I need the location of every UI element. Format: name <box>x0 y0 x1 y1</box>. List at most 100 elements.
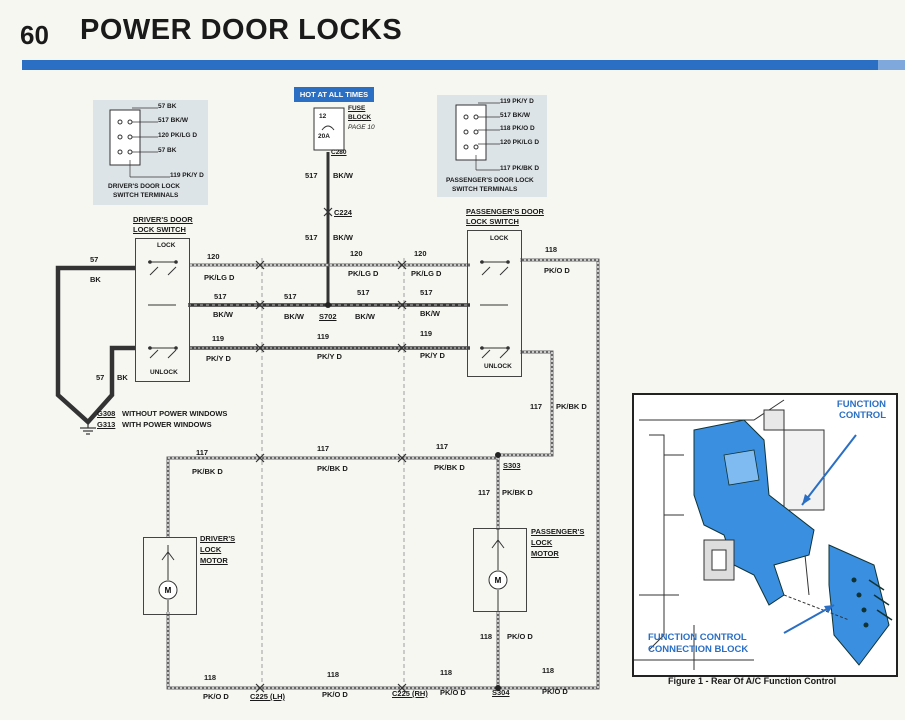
wire-119-color-c: PK/Y D <box>420 351 445 360</box>
ground-g308: G308 <box>97 409 116 418</box>
passenger-motor-label-2: LOCK <box>531 538 553 547</box>
wire-57-top-number: 57 <box>90 255 99 264</box>
wire-57-top-color: BK <box>90 275 101 284</box>
wire-119-color-a: PK/Y D <box>206 354 231 363</box>
wire-119-color-b: PK/Y D <box>317 352 342 361</box>
wire-57-bottom-color: BK <box>117 373 128 382</box>
wire-120-label-a: 120 <box>207 252 220 261</box>
wire-517-label-c: 517 <box>357 288 370 297</box>
page-title: POWER DOOR LOCKS <box>80 14 403 46</box>
wire-57-bottom-number: 57 <box>96 373 105 382</box>
connector-c280: C280 <box>331 149 347 156</box>
wire-118-color-vert: PK/O D <box>507 632 533 641</box>
wire-118-color-c: PK/O D <box>440 688 466 697</box>
driver-pin-3: 120 PK/LG D <box>158 132 198 139</box>
wire-117-color-right: PK/BK D <box>556 402 587 411</box>
wire-117-color-c: PK/BK D <box>434 463 465 472</box>
driver-motor-label-1: DRIVER'S <box>200 534 236 543</box>
fuse-block-label-1: FUSE <box>348 105 366 112</box>
passenger-pin-4: 120 PK/LG D <box>500 139 540 146</box>
passenger-pin-5: 117 PK/BK D <box>500 165 540 172</box>
wire-517-mid-color: BK/W <box>333 233 353 242</box>
header-rule-tail <box>878 60 905 70</box>
connector-c225-rh: C225 (RH) <box>392 689 428 698</box>
wire-517-label-a: 517 <box>214 292 227 301</box>
passenger-motor-label-3: MOTOR <box>531 549 559 558</box>
driver-switch-title-1: DRIVER'S DOOR <box>133 215 193 224</box>
hot-at-all-times-badge: HOT AT ALL TIMES <box>294 87 374 102</box>
connector-c225-lh: C225 (LH) <box>250 692 286 701</box>
passenger-motor-label-1: PASSENGER'S <box>531 527 585 536</box>
splice-s304: S304 <box>492 688 510 697</box>
figure-label-block-1: FUNCTION CONTROL <box>648 632 747 643</box>
figure-label-block-2: CONNECTION BLOCK <box>648 644 749 655</box>
fuse-block-label-2: BLOCK <box>348 114 372 121</box>
wire-117-label-d: 117 <box>478 488 491 497</box>
driver-lock-switch <box>135 238 190 382</box>
wire-118-label-a: 118 <box>204 673 217 682</box>
page-number: 60 <box>20 20 49 50</box>
splice-s303: S303 <box>503 461 521 470</box>
header-rule <box>22 60 892 70</box>
wire-119-label-c: 119 <box>420 329 433 338</box>
passenger-switch-title-2: LOCK SWITCH <box>466 217 519 226</box>
wire-120-color-b: PK/LG D <box>348 269 379 278</box>
passenger-switch-lock-label: LOCK <box>490 235 509 242</box>
wire-119-label-b: 119 <box>317 332 330 341</box>
ground-g313-text: WITH POWER WINDOWS <box>122 420 212 429</box>
figure-caption: Figure 1 - Rear Of A/C Function Control <box>668 676 837 686</box>
passenger-pin-2: 517 BK/W <box>500 112 530 119</box>
wire-117-color-a: PK/BK D <box>192 467 223 476</box>
wire-118-color-b: PK/O D <box>322 690 348 699</box>
wire-517-mid-number: 517 <box>305 233 318 242</box>
wire-517-top-color: BK/W <box>333 171 353 180</box>
wire-117-color-b: PK/BK D <box>317 464 348 473</box>
ac-function-control-illustration <box>634 399 893 670</box>
wire-117-label-right: 117 <box>530 402 543 411</box>
passenger-lock-motor <box>473 528 527 612</box>
wire-118-label-right: 118 <box>545 245 558 254</box>
driver-motor-label-2: LOCK <box>200 545 222 554</box>
wire-118-label-vert: 118 <box>480 632 493 641</box>
passenger-switch-unlock-label: UNLOCK <box>484 363 512 370</box>
wire-57-ground <box>55 265 135 426</box>
wire-120-color-a: PK/LG D <box>204 273 235 282</box>
driver-lock-motor <box>143 537 197 615</box>
driver-pin-2: 517 BK/W <box>158 117 188 124</box>
wire-118-label-d: 118 <box>542 666 555 675</box>
wire-117 <box>496 350 554 530</box>
wire-120-label-b: 120 <box>350 249 363 258</box>
wire-517-top-number: 517 <box>305 171 318 180</box>
wire-118-label-c: 118 <box>440 668 453 677</box>
splice-s702: S702 <box>319 312 337 321</box>
passenger-pin-3: 118 PK/O D <box>500 125 535 132</box>
wire-118-label-b: 118 <box>327 670 340 679</box>
wire-517-color-a: BK/W <box>213 310 233 319</box>
wire-117-label-c: 117 <box>436 442 449 451</box>
figure-1-panel <box>632 393 898 677</box>
driver-motor-label-3: MOTOR <box>200 556 228 565</box>
fuse-number: 12 <box>319 113 327 120</box>
wire-517-label-d: 517 <box>420 288 433 297</box>
driver-motor-symbol: M <box>165 586 172 595</box>
driver-pin-1: 57 BK <box>158 103 177 110</box>
wire-117-label-a: 117 <box>196 448 209 457</box>
connector-c224: C224 <box>334 208 352 217</box>
wire-117-color-d: PK/BK D <box>502 488 533 497</box>
wire-517-color-b: BK/W <box>284 312 304 321</box>
passenger-switch-title-1: PASSENGER'S DOOR <box>466 207 544 216</box>
ground-g308-text: WITHOUT POWER WINDOWS <box>122 409 228 418</box>
passenger-pin-1: 119 PK/Y D <box>500 98 534 105</box>
wire-517-label-b: 517 <box>284 292 297 301</box>
figure-label-function-1: FUNCTION <box>836 399 886 410</box>
passenger-terminals-caption-2: SWITCH TERMINALS <box>452 186 518 193</box>
wire-517-color-d: BK/W <box>420 309 440 318</box>
ground-g313: G313 <box>97 420 116 429</box>
fuse-rating: 20A <box>318 133 330 140</box>
driver-pin-4: 57 BK <box>158 147 177 154</box>
passenger-lock-switch <box>467 230 522 377</box>
passenger-terminals-caption-1: PASSENGER'S DOOR LOCK <box>446 177 534 184</box>
driver-terminals-caption-1: DRIVER'S DOOR LOCK <box>108 183 180 190</box>
